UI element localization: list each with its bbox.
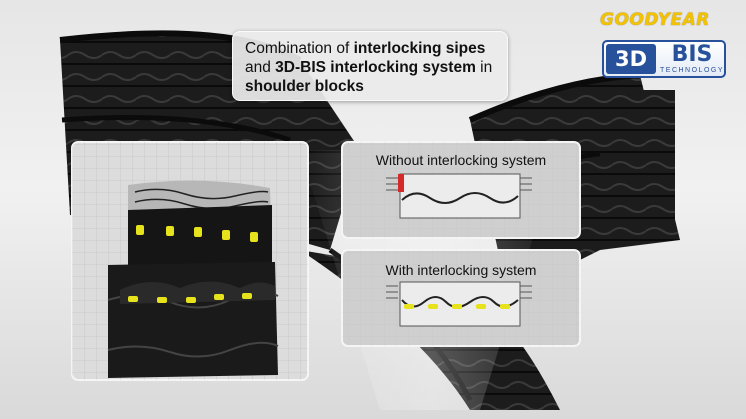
with-interlocking-panel xyxy=(341,249,581,347)
interlock-markers-upper xyxy=(136,225,258,242)
with-interlocking-label: With interlocking system xyxy=(385,262,537,278)
badge-technology: TECHNOLOGY xyxy=(660,67,725,74)
3d-bis-badge: 3D BIS TECHNOLOGY xyxy=(602,40,726,78)
without-interlocking-panel xyxy=(341,141,581,239)
interlock-markers-lower xyxy=(128,293,252,303)
callout-line-2: and 3D-BIS interlocking system in xyxy=(245,59,493,76)
badge-3d: 3D xyxy=(606,44,656,74)
interlock-markers-panel xyxy=(404,304,510,309)
shoulder-block-detail-panel xyxy=(71,141,309,381)
goodyear-logo: GOODYEAR xyxy=(600,10,710,30)
callout-line-1: Combination of interlocking sipes xyxy=(245,40,486,57)
callout-line-3: shoulder blocks xyxy=(245,78,364,95)
headline-callout: Combination of interlocking sipes and 3D… xyxy=(232,31,508,101)
badge-bis: BIS xyxy=(671,42,713,67)
without-interlocking-label: Without interlocking system xyxy=(375,152,547,168)
